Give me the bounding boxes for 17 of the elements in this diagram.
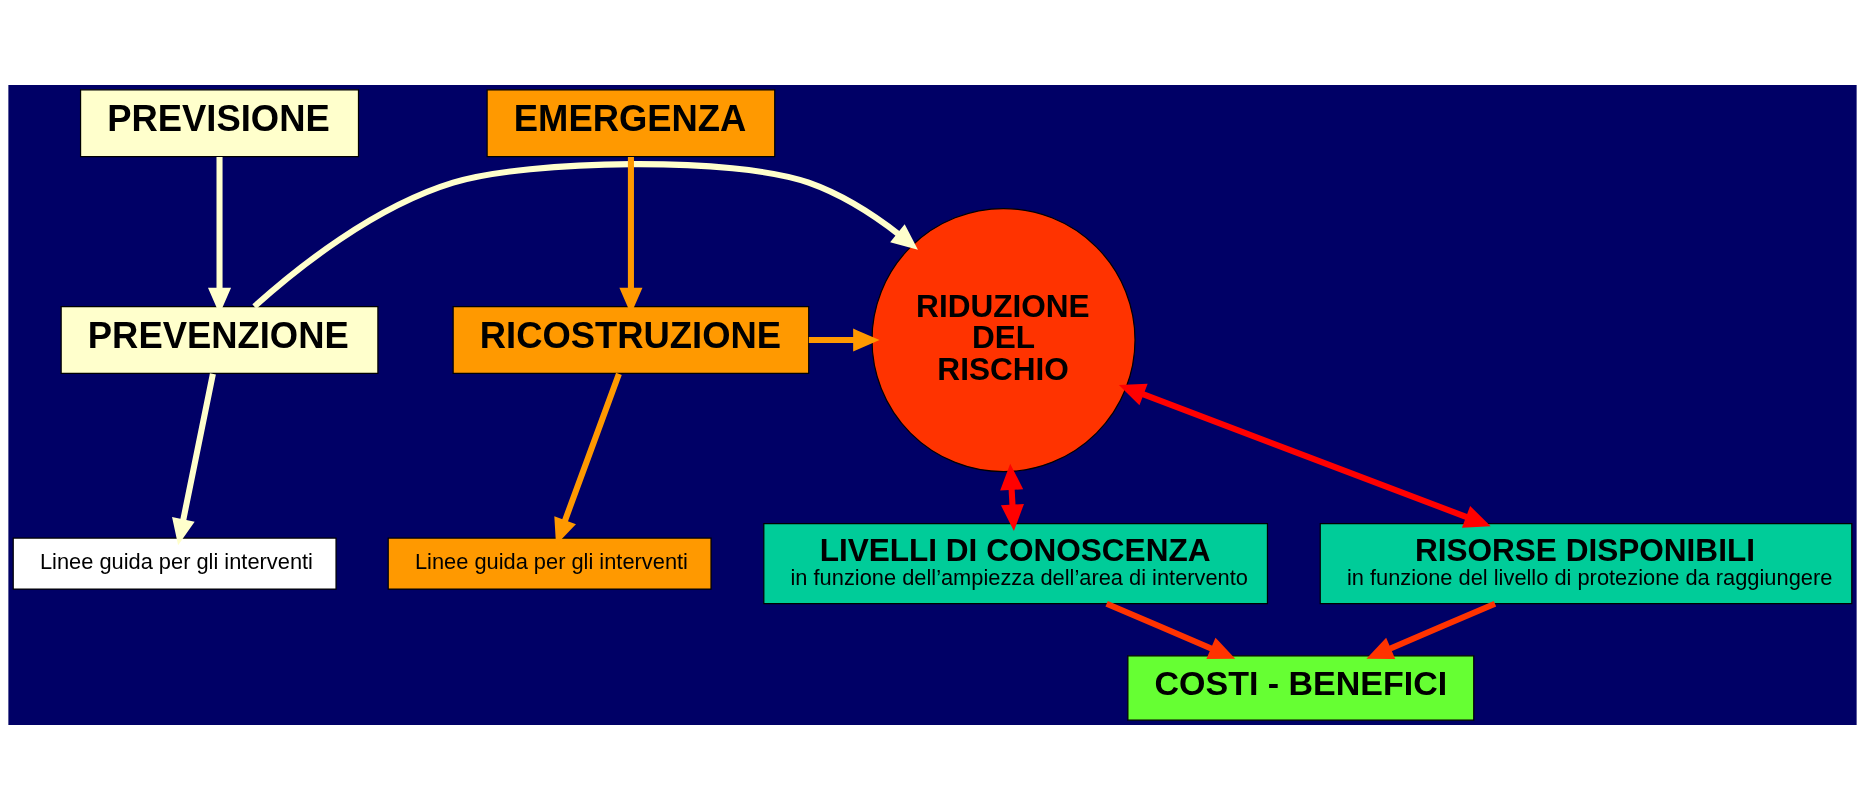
- arrow: [1000, 463, 1024, 531]
- arrow: [1105, 600, 1236, 659]
- node-box: Linee guida per gli interventi: [12, 537, 337, 590]
- node-circle: RIDUZIONE DEL RISCHIO: [871, 207, 1136, 472]
- node-box: COSTI - BENEFICI: [1127, 654, 1475, 721]
- arrow: [1366, 600, 1497, 659]
- node-box: RISORSE DISPONIBILI in funzione del livello di protezione da raggiungere: [1319, 522, 1853, 604]
- arrow: [252, 160, 918, 309]
- arrow: [808, 328, 880, 352]
- node-box: Linee guida per gli interventi: [387, 537, 712, 590]
- node-box: PREVENZIONE: [60, 305, 379, 374]
- arrow: [172, 372, 216, 545]
- node-box: LIVELLI DI CONOSCENZA in funzione dell’ampiezza dell’area di intervento: [763, 522, 1269, 604]
- node-box: EMERGENZA: [486, 88, 776, 157]
- node-box: RICOSTRUZIONE: [452, 305, 810, 374]
- arrow: [1118, 383, 1491, 528]
- node-box: PREVISIONE: [79, 88, 360, 157]
